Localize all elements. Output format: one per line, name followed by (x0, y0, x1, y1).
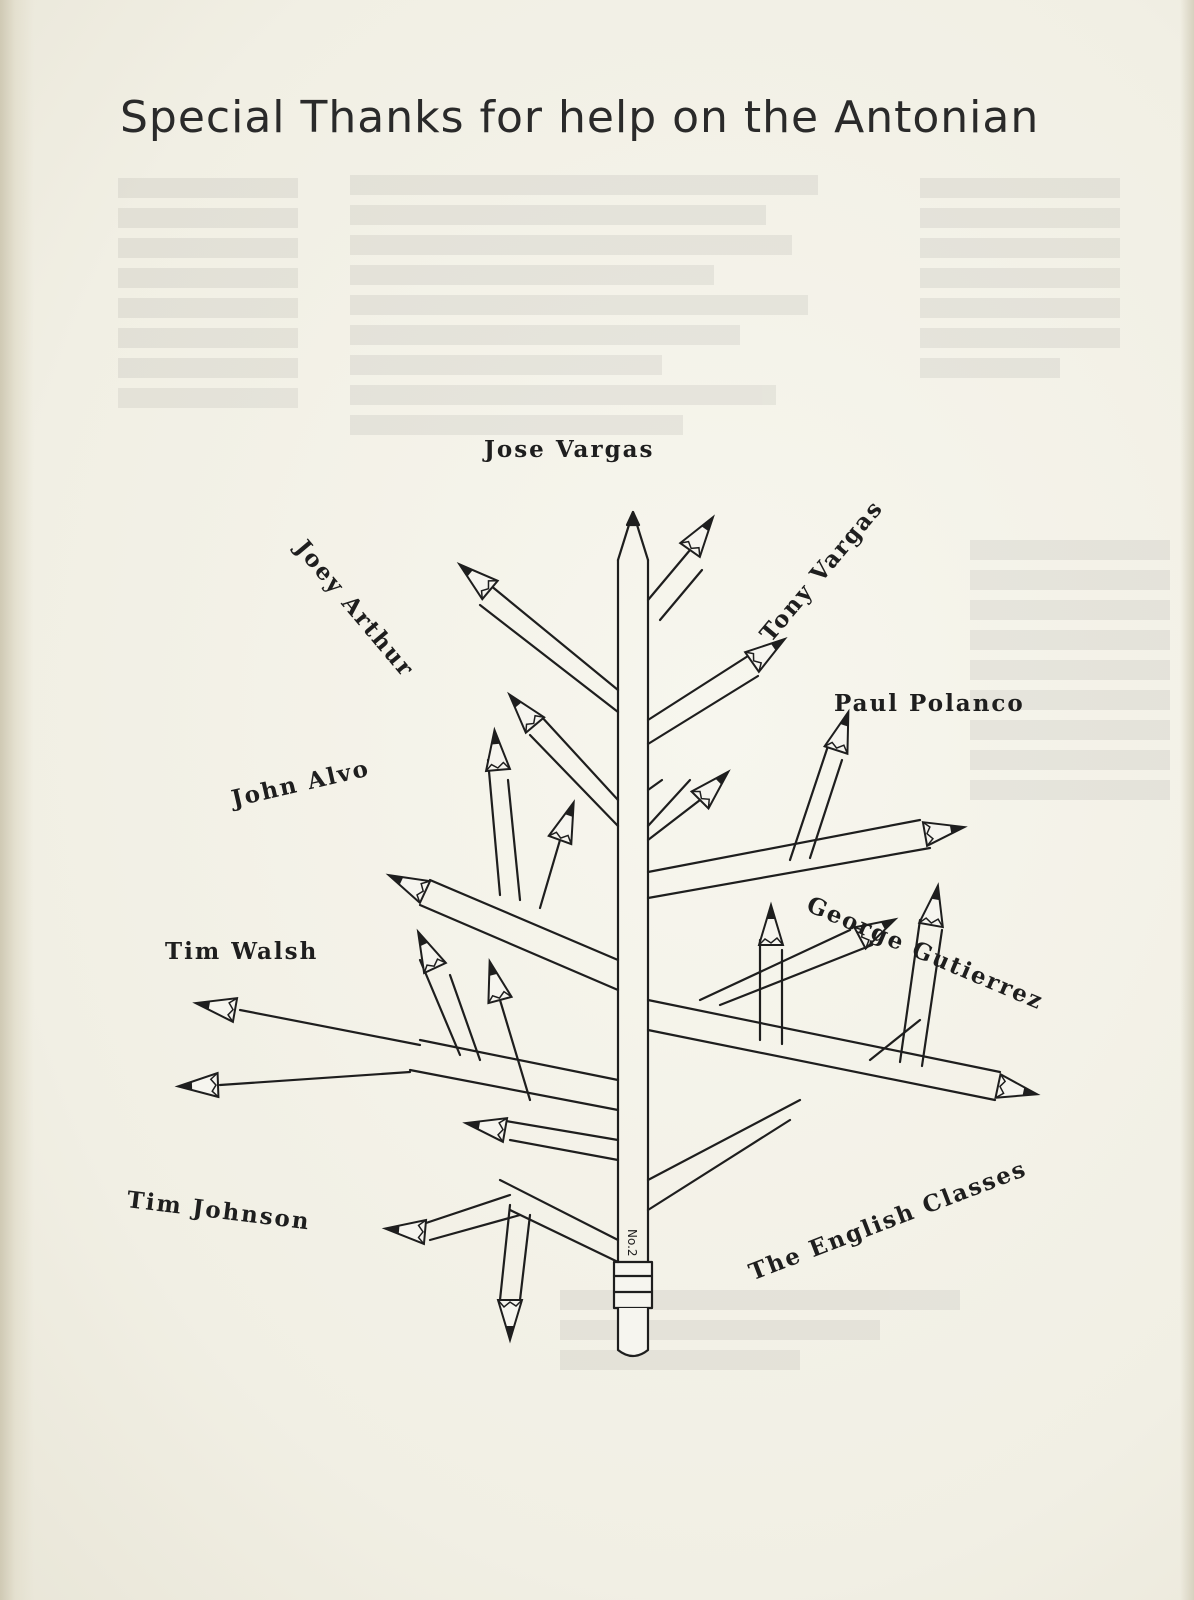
bleed-through-text (970, 540, 1170, 810)
bleed-through-text (118, 178, 298, 418)
bleed-through-text (350, 175, 870, 445)
credit-tim-walsh: Tim Walsh (165, 938, 319, 965)
credit-paul-polanco: Paul Polanco (834, 690, 1025, 717)
page-title: Special Thanks for help on the Antonian (120, 92, 1040, 143)
svg-text:No.2: No.2 (625, 1229, 639, 1257)
credit-jose-vargas: Jose Vargas (484, 436, 655, 463)
page-edge-shadow (1180, 0, 1194, 1600)
bleed-through-text (920, 178, 1120, 388)
page-binding-shadow (0, 0, 34, 1600)
